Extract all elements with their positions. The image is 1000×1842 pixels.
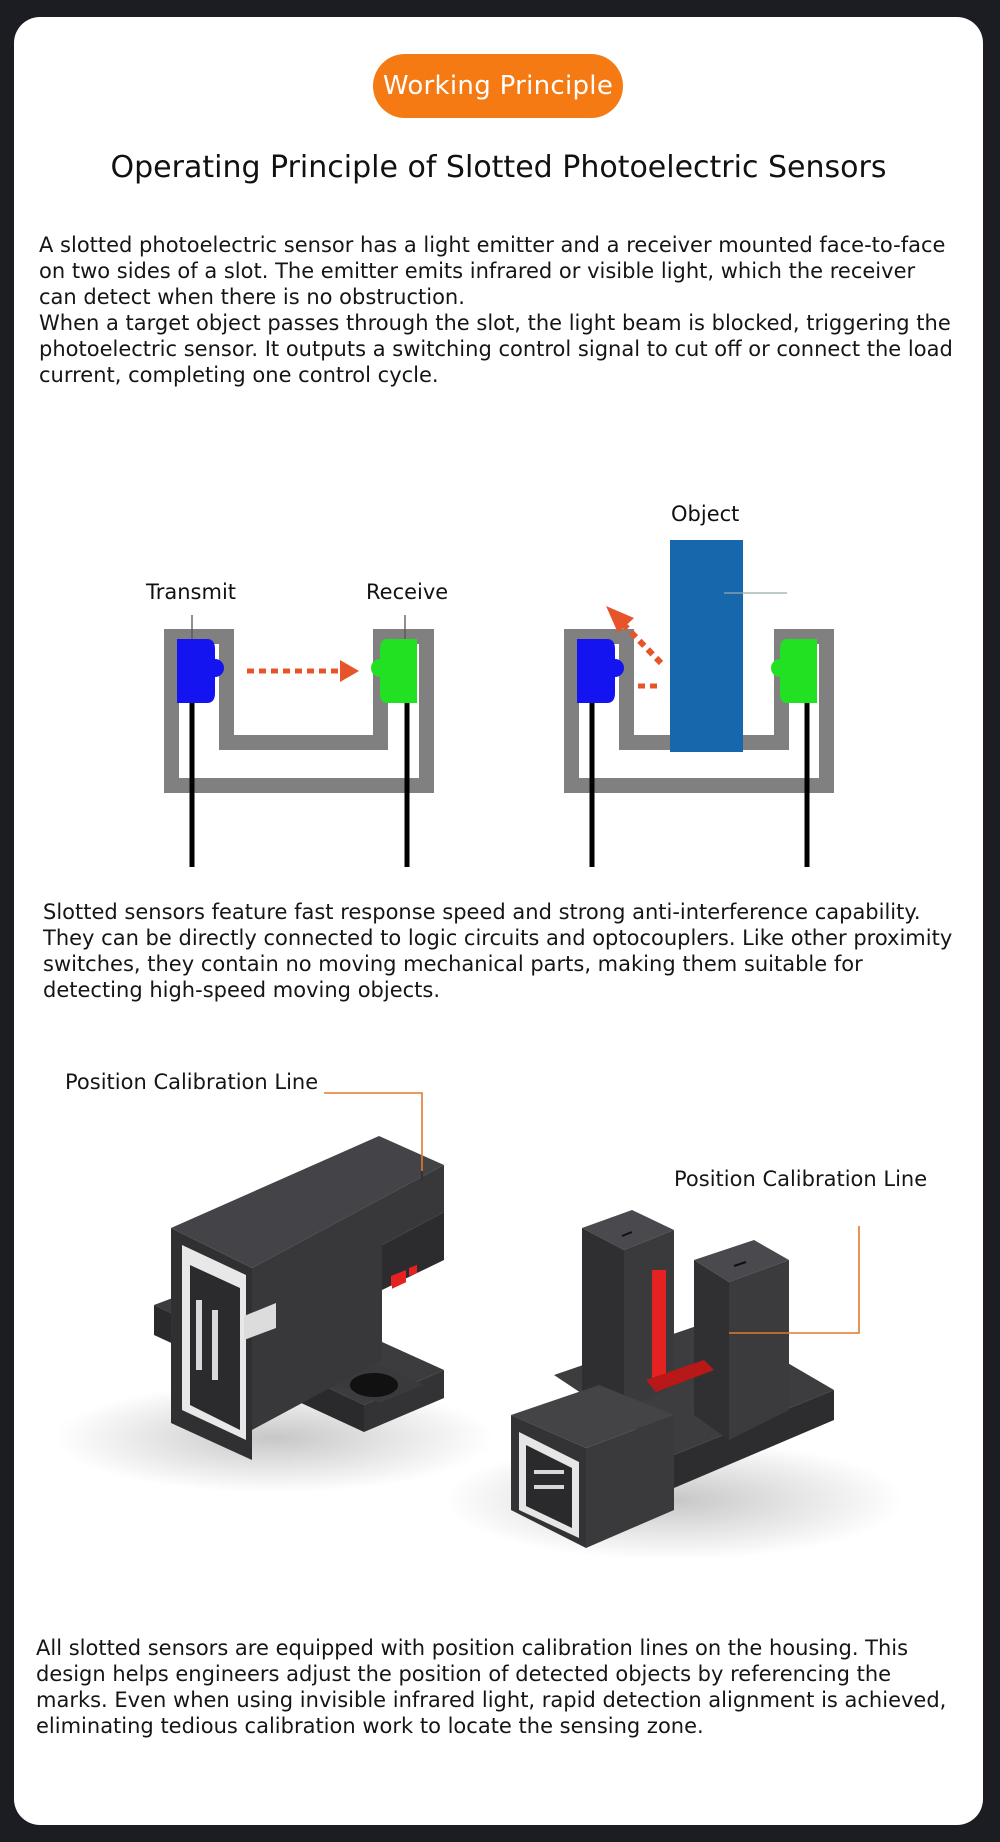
target-object <box>670 540 743 752</box>
object-label: Object <box>671 502 739 526</box>
sensor-blocked: Object <box>564 502 834 867</box>
emitter-led <box>577 639 624 703</box>
closing-text: All slotted sensors are equipped with po… <box>36 1636 947 1738</box>
calibration-line-right <box>729 1226 860 1334</box>
intro-paragraph-1: A slotted photoelectric sensor has a lig… <box>39 233 946 309</box>
calibration-label-left: Position Calibration Line <box>65 1070 319 1094</box>
page-title: Operating Principle of Slotted Photoelec… <box>110 150 887 185</box>
transmit-label: Transmit <box>145 580 236 604</box>
receive-label: Receive <box>366 580 448 604</box>
content-card: Working Principle Operating Principle of… <box>14 17 983 1825</box>
calibration-line-left <box>324 1092 423 1171</box>
sensor-render-left <box>154 1136 444 1460</box>
principle-diagram: Transmit Receive Object <box>145 502 834 867</box>
features-text: Slotted sensors feature fast response sp… <box>43 900 953 1002</box>
sensor-housing-left <box>164 629 434 793</box>
receiver-led <box>371 639 417 703</box>
reflected-arrowhead <box>606 606 634 633</box>
sensor-housing-right <box>564 629 834 793</box>
receiver-led <box>771 639 817 703</box>
slot-light-mark <box>391 1270 406 1286</box>
working-principle-badge: Working Principle <box>373 54 623 118</box>
sensor-render-right <box>511 1210 834 1548</box>
sensor-renders <box>54 1092 904 1560</box>
sensor-unobstructed: Transmit Receive <box>145 580 448 867</box>
slot-light-glow <box>652 1270 666 1380</box>
beam-arrowhead <box>340 660 359 682</box>
intro-text: A slotted photoelectric sensor has a lig… <box>39 232 959 388</box>
intro-paragraph-2: When a target object passes through the … <box>39 311 953 387</box>
reflected-beam <box>621 622 664 666</box>
emitter-led <box>177 639 224 703</box>
calibration-label-right: Position Calibration Line <box>674 1167 928 1191</box>
